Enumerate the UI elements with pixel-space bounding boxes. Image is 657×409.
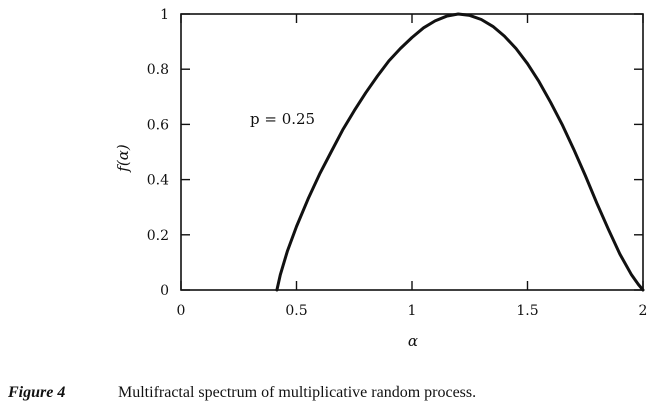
- y-tick-label: 0.8: [147, 62, 169, 78]
- x-axis-title: α: [408, 332, 418, 350]
- x-tick-label: 1: [408, 303, 417, 319]
- y-tick-label: 1: [160, 7, 169, 23]
- x-tick-label: 0: [177, 303, 186, 319]
- spectrum-curve: [275, 12, 645, 292]
- y-tick-label: 0.4: [147, 173, 169, 189]
- parameter-annotation: p = 0.25: [250, 110, 315, 128]
- x-axis-ticks: 0 0.5 1 1.5 2: [177, 14, 648, 319]
- figure-caption: Figure 4 Multifractal spectrum of multipl…: [8, 382, 476, 402]
- y-axis-ticks: 0 0.2 0.4 0.6 0.8 1: [147, 7, 643, 299]
- x-tick-label: 2: [639, 303, 648, 319]
- y-axis-title: f(α): [114, 144, 132, 173]
- y-tick-label: 0.6: [147, 117, 169, 133]
- caption-label: Figure 4: [8, 384, 66, 401]
- x-tick-label: 1.5: [516, 303, 538, 319]
- x-tick-label: 0.5: [285, 303, 307, 319]
- y-tick-label: 0.2: [147, 228, 169, 244]
- caption-text: Multifractal spectrum of multiplicative …: [118, 384, 477, 401]
- y-tick-label: 0: [160, 283, 169, 299]
